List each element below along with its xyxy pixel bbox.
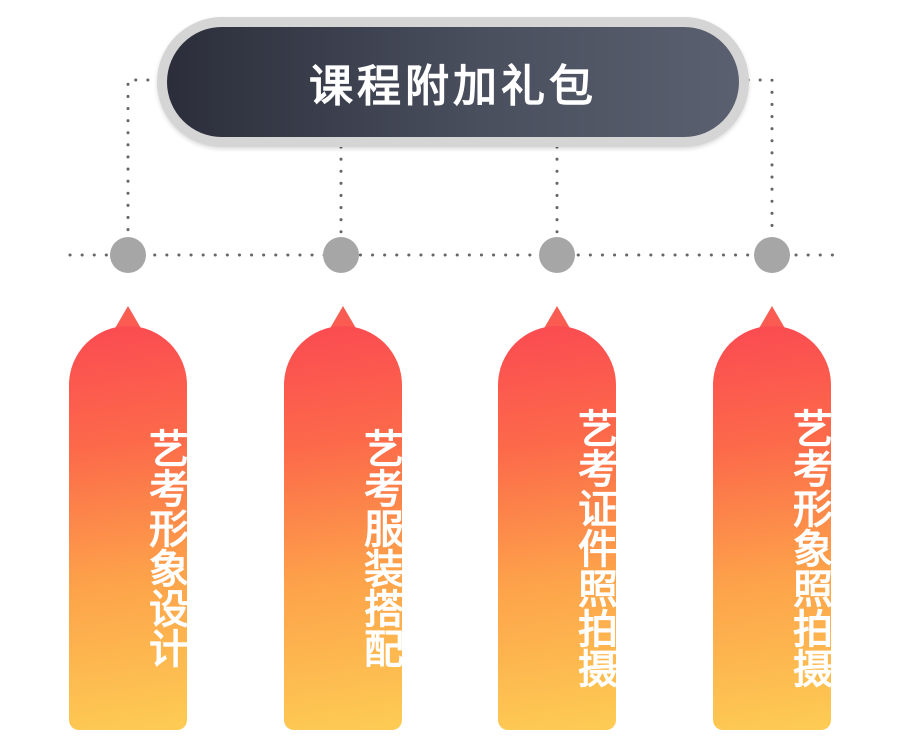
item-card-1: 艺考形象设计	[69, 306, 188, 730]
node-dot-1	[110, 237, 146, 273]
card-body: 艺考形象照拍摄	[713, 326, 832, 730]
node-dot-4	[754, 237, 790, 273]
item-card-3: 艺考证件照拍摄	[498, 306, 617, 730]
item-card-4: 艺考形象照拍摄	[713, 306, 832, 730]
node-dot-3	[539, 237, 575, 273]
title-inner: 课程附加礼包	[167, 27, 739, 137]
node-dot-2	[323, 237, 359, 273]
item-label-2: 艺考服装搭配	[357, 428, 403, 668]
card-body: 艺考服装搭配	[284, 326, 403, 730]
item-label-3: 艺考证件照拍摄	[571, 408, 617, 688]
title-pill: 课程附加礼包	[157, 17, 749, 147]
item-label-4: 艺考形象照拍摄	[786, 408, 832, 688]
card-body: 艺考证件照拍摄	[498, 326, 617, 730]
card-body: 艺考形象设计	[69, 326, 188, 730]
title-text: 课程附加礼包	[309, 61, 597, 112]
left-bracket-connector	[126, 78, 162, 239]
item-label-1: 艺考形象设计	[142, 428, 188, 668]
item-card-2: 艺考服装搭配	[284, 306, 403, 730]
right-bracket-connector	[746, 78, 774, 239]
